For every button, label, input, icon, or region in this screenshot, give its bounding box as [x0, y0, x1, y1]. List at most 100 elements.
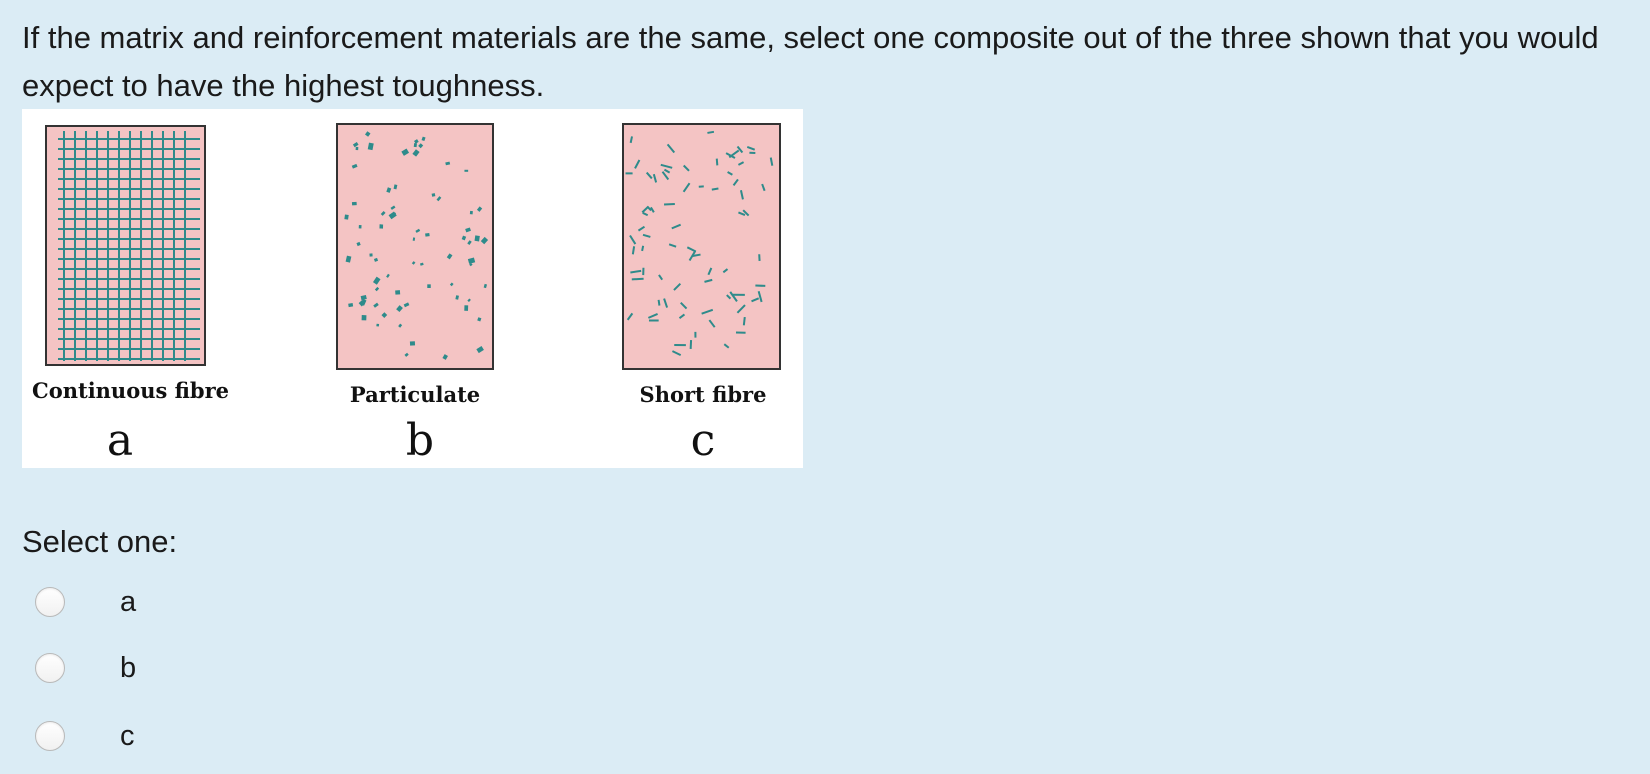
short-fibre [688, 250, 697, 261]
particle [369, 253, 373, 257]
short-fibre [722, 268, 729, 274]
particle [396, 305, 403, 313]
option-b[interactable]: b [35, 651, 335, 685]
particle [404, 352, 409, 357]
short-fibre [769, 157, 774, 166]
particle [373, 302, 379, 308]
radio-button-c[interactable] [35, 721, 65, 751]
particle [395, 290, 401, 295]
short-fibre [634, 159, 641, 169]
particle [381, 312, 388, 318]
particle [467, 257, 476, 264]
particle [476, 206, 483, 212]
matrix-rect-c [622, 123, 781, 370]
composite-figure: Continuous fibre a Particulate b Short f… [22, 109, 803, 468]
short-fibre [751, 297, 760, 303]
short-fibre [642, 211, 649, 217]
option-a-label: a [120, 585, 137, 618]
particle [393, 184, 398, 190]
particle [379, 224, 384, 229]
particle [373, 257, 379, 262]
particle [386, 273, 390, 278]
short-fibre [641, 245, 645, 252]
short-fibre [683, 164, 690, 172]
particle [477, 317, 482, 322]
particle [351, 163, 358, 169]
question-text: If the matrix and reinforcement material… [22, 20, 1599, 103]
particle [425, 232, 430, 237]
particle [483, 283, 488, 289]
short-fibre [704, 278, 713, 283]
particle [412, 237, 416, 241]
caption-particulate: Particulate [350, 382, 480, 407]
particle [427, 284, 431, 288]
short-fibre [715, 158, 719, 166]
option-c[interactable]: c [35, 719, 335, 753]
particle [431, 193, 436, 197]
particle [419, 262, 424, 266]
particle [469, 210, 473, 215]
option-a[interactable]: a [35, 585, 335, 619]
particle [465, 227, 471, 233]
short-fibre [707, 130, 715, 134]
particle [445, 161, 451, 166]
panel-continuous-fibre: Continuous fibre a [32, 125, 229, 466]
short-fibre [663, 168, 671, 174]
select-one-label: Select one: [22, 524, 178, 559]
short-fibre [626, 312, 634, 321]
short-fibre [711, 187, 719, 191]
short-fibre [631, 277, 644, 281]
particle [411, 261, 416, 265]
particle [390, 205, 396, 210]
particle [413, 143, 417, 148]
caption-short-fibre: Short fibre [640, 382, 767, 407]
particle [476, 346, 484, 354]
particle [388, 211, 397, 220]
short-fibre [666, 143, 676, 154]
particle [467, 240, 472, 245]
short-fibre [682, 182, 691, 193]
short-fibre-segments [625, 130, 774, 357]
short-fibre [701, 308, 714, 315]
option-b-label: b [120, 651, 137, 684]
short-fibre [708, 319, 716, 328]
particle [469, 262, 473, 267]
short-fibre [642, 233, 651, 238]
particle [386, 187, 392, 193]
short-fibre [658, 274, 664, 281]
radio-button-a[interactable] [35, 587, 65, 617]
short-fibre [736, 304, 746, 314]
short-fibre [680, 301, 688, 310]
short-fibre [650, 206, 655, 213]
particle [418, 143, 424, 149]
short-fibre [737, 161, 745, 166]
short-fibre [645, 171, 653, 180]
particle [364, 131, 371, 137]
radio-button-b[interactable] [35, 653, 65, 683]
particle [361, 315, 367, 321]
particle [352, 142, 359, 148]
short-fibre [647, 313, 658, 319]
short-fibre [726, 294, 732, 300]
short-fibre [673, 282, 682, 291]
particle [356, 241, 361, 247]
panel-particulate: Particulate b [336, 123, 494, 466]
particle [344, 214, 349, 220]
particle [449, 282, 454, 287]
short-fibre [661, 171, 670, 181]
short-fibre [757, 291, 763, 303]
particle [414, 139, 419, 144]
particle [480, 236, 489, 245]
short-fibre [652, 173, 658, 183]
particle [403, 302, 410, 308]
particle [367, 142, 374, 151]
short-fibre [732, 178, 739, 186]
particle [351, 201, 357, 206]
short-fibre [761, 183, 766, 192]
particle [446, 253, 453, 260]
particle [467, 298, 471, 303]
particle [442, 354, 448, 360]
short-fibre [671, 223, 682, 230]
particle [358, 224, 362, 229]
particle [355, 146, 359, 151]
